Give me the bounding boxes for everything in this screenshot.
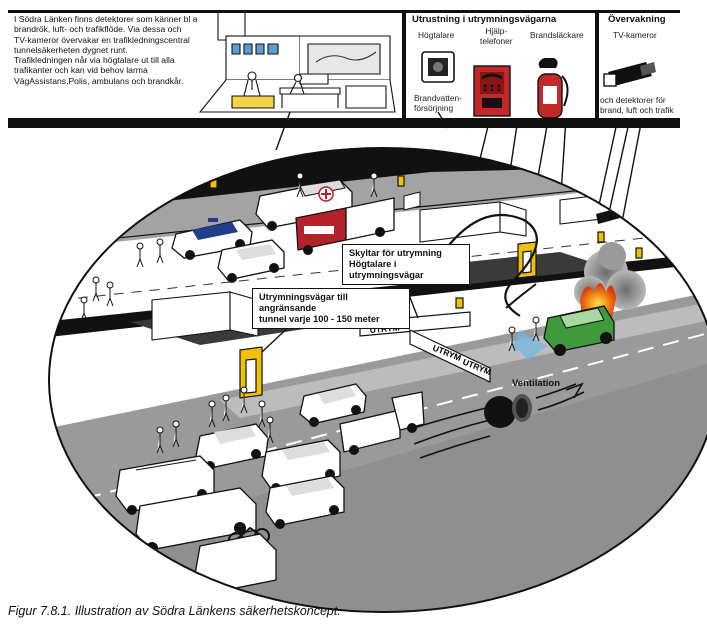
emergency-phone-label-1: Hjälp- <box>485 26 508 36</box>
loudspeaker-label: Högtalare <box>418 30 455 40</box>
airflow-arrows <box>407 382 585 459</box>
van-lower-2 <box>265 475 345 529</box>
emergency-phone-icon <box>473 65 511 117</box>
callout-signs-line-1: Skyltar för utrymning <box>349 248 442 258</box>
van-lower-1 <box>261 439 341 493</box>
detectors-label-1: och detektorer för <box>600 95 666 105</box>
fire-hose <box>437 213 538 317</box>
car-lower-1 <box>299 383 367 427</box>
control-room-sketch <box>198 10 396 113</box>
info-line: trafikanter och kan vid behov larma <box>14 65 148 76</box>
info-line: tunnelsäkerheten dygnet runt. <box>14 44 128 55</box>
info-line: TV-kameror övervakar en trafikledningsce… <box>14 34 190 45</box>
callout-signs-line-2: Högtalare i utrymningsvägar <box>349 259 424 280</box>
top-panel <box>8 10 680 128</box>
detectors-label-2: brand, luft och trafik <box>600 104 674 115</box>
info-line: brandrök, luft- och trafikflöde. Via des… <box>14 24 182 35</box>
callout-exits-line-2: tunnel varje 100 - 150 meter <box>259 314 380 324</box>
tv-camera-label: TV-kameror <box>613 30 657 40</box>
burning-car <box>543 305 615 356</box>
emergency-phone-label: Hjälp- telefoner <box>480 26 513 46</box>
info-line: VägAssistans,Polis, ambulans och brandkå… <box>14 75 184 86</box>
fire-truck <box>295 197 395 255</box>
detectors-label: och detektorer för brand, luft och trafi… <box>600 95 674 115</box>
loudspeaker-icon <box>421 51 455 83</box>
info-box: I Södra Länken finns detektorer som känn… <box>14 14 214 86</box>
callout-signs: Skyltar för utrymning Högtalare i utrymn… <box>342 244 470 285</box>
exit-doors <box>209 175 643 399</box>
evacuating-people <box>80 172 540 454</box>
water-spray <box>512 330 548 362</box>
bus-upper <box>403 191 421 211</box>
hydrant-label-2: försörjning <box>414 102 454 113</box>
info-line: I Södra Länken finns detektorer som känn… <box>14 14 198 24</box>
tunnel-cross-section: UTRYM UTRYM UTRYM <box>49 148 707 612</box>
van-upper <box>217 239 285 283</box>
monitoring-header: Övervakning <box>608 14 666 25</box>
hydrant-label-1: Brandvatten- <box>414 93 462 103</box>
jet-fan <box>484 394 532 428</box>
ventilation-label: Ventilation <box>512 378 561 389</box>
truck-lower <box>339 391 425 455</box>
info-line: Trafikledningen når via högtalare ut til… <box>14 55 175 66</box>
callout-exits: Utrymningsvägar till angränsande tunnel … <box>252 288 410 329</box>
callout-exits-line-1: Utrymningsvägar till angränsande <box>259 292 348 313</box>
hydrant-label: Brandvatten- försörjning <box>414 93 462 113</box>
figure-caption: Figur 7.8.1. Illustration av Södra Länke… <box>8 604 341 618</box>
tunnel-ellipse-outline <box>48 147 707 613</box>
tv-camera-icon <box>603 62 656 87</box>
equipment-header: Utrustning i utrymningsvägarna <box>412 14 557 25</box>
car-lower-2 <box>195 423 269 471</box>
fire-extinguisher-icon <box>537 58 569 119</box>
extinguisher-label: Brandsläckare <box>530 30 584 40</box>
emergency-phone-label-2: telefoner <box>480 35 513 46</box>
